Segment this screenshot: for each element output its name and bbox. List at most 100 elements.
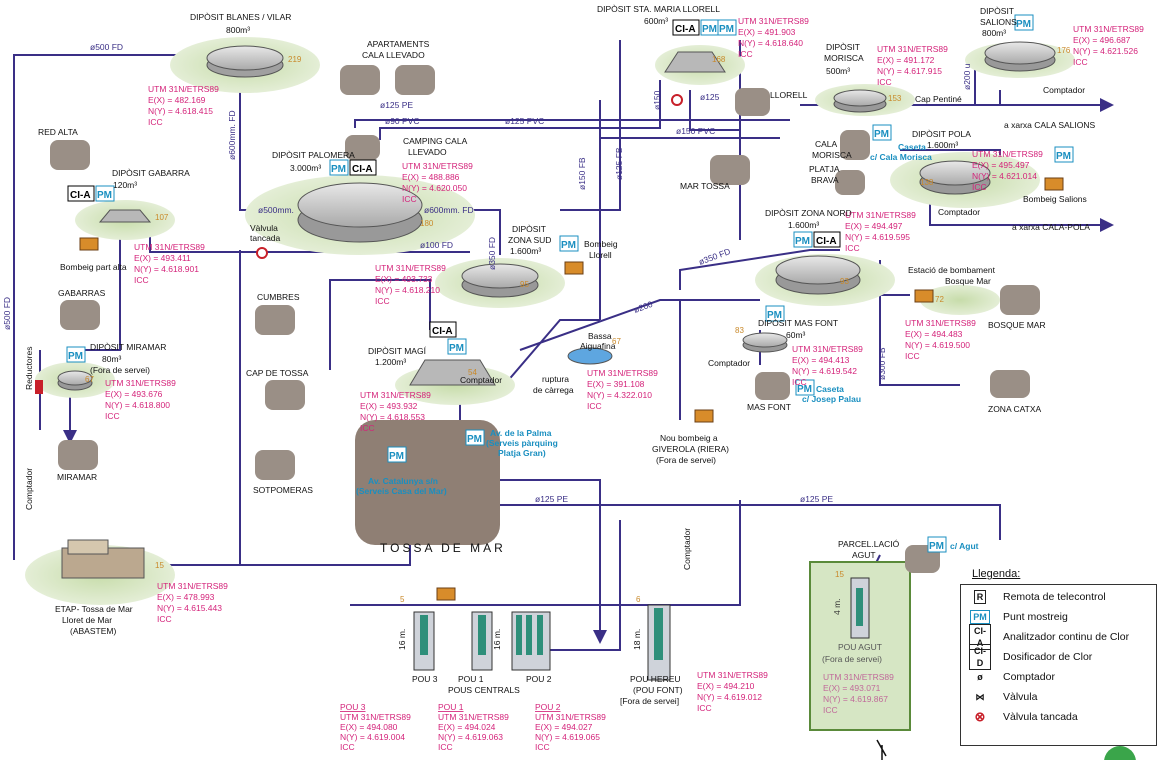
place-martossa: MAR TOSSA: [680, 181, 730, 191]
place-gabarras: GABARRAS: [58, 288, 106, 298]
outlet-pola: a xarxa CALA-POLA: [1012, 222, 1090, 232]
svg-text:PM: PM: [929, 541, 944, 552]
pipe-labels: ø500 FD ø500 FD ø600mm. FD ø500mm. ø600m…: [2, 42, 972, 504]
svg-text:PM: PM: [719, 24, 734, 35]
name-miramar: DIPÒSIT MIRAMAR: [90, 342, 166, 352]
pipe-label: ø90 PVC: [385, 116, 420, 126]
pipe-label: ø600mm. FD: [227, 110, 237, 160]
pm-badge: PM: [95, 185, 115, 202]
svg-text:UTM 31N/ETRS89: UTM 31N/ETRS89: [134, 242, 205, 252]
svg-text:UTM 31N/ETRS89: UTM 31N/ETRS89: [905, 318, 976, 328]
svg-text:E(X) = 391.108: E(X) = 391.108: [587, 379, 645, 389]
svg-text:CI-A: CI-A: [432, 326, 453, 337]
name-palomera: DIPÒSIT PALOMERA: [272, 150, 355, 160]
cap-morisca: 500m³: [826, 66, 850, 76]
cid-icon: CI-D: [969, 644, 991, 670]
name-nord: DIPÒSIT ZONA NORD: [765, 208, 852, 218]
rock-camping: [345, 135, 380, 160]
place-camping: CAMPING CALA: [403, 136, 468, 146]
svg-text:E(X) = 496.687: E(X) = 496.687: [1073, 35, 1131, 45]
valv-tancada-label2: tancada: [250, 233, 281, 243]
svg-text:N(Y) = 4.619.500: N(Y) = 4.619.500: [905, 340, 970, 350]
telecontrol-icon: R: [969, 590, 991, 604]
svg-text:ICC: ICC: [148, 117, 163, 127]
svg-text:UTM 31N/ETRS89: UTM 31N/ETRS89: [1073, 24, 1144, 34]
place-sotpomeras: SOTPOMERAS: [253, 485, 313, 495]
devices: CI-A PM CI-A PM CI-A PM CI-A PM PM PM PM…: [35, 14, 1074, 553]
level-magi: 54: [468, 368, 477, 377]
rock-miramar: [58, 440, 98, 470]
pipe-label: ø200: [632, 299, 654, 315]
svg-text:E(X) = 488.886: E(X) = 488.886: [402, 172, 460, 182]
svg-text:PM: PM: [97, 190, 112, 201]
svg-text:ICC: ICC: [438, 742, 453, 752]
place-catxa: ZONA CATXA: [988, 404, 1042, 414]
svg-text:PM: PM: [389, 451, 404, 462]
place-masfont: MAS FONT: [747, 402, 791, 412]
svg-text:N(Y) = 4.619.004: N(Y) = 4.619.004: [340, 732, 405, 742]
svg-text:UTM 31N/ETRS89: UTM 31N/ETRS89: [438, 712, 509, 722]
level-morisca: 153: [888, 94, 902, 103]
caption-palma3: Platja Gran): [498, 448, 546, 458]
svg-text:N(Y) = 4.617.915: N(Y) = 4.617.915: [877, 66, 942, 76]
place-platjabrava: PLATJA: [809, 164, 840, 174]
svg-text:N(Y) = 4.618.415: N(Y) = 4.618.415: [148, 106, 213, 116]
tank-gabarra: [98, 209, 152, 223]
cap-gabarra: 120m³: [113, 180, 137, 190]
caption-josep: Caseta: [816, 384, 844, 394]
svg-text:UTM 31N/ETRS89: UTM 31N/ETRS89: [360, 390, 431, 400]
svg-text:E(X) = 494.210: E(X) = 494.210: [697, 681, 755, 691]
tank-stamaria: [664, 51, 726, 73]
label-pou2: POU 2: [526, 674, 552, 684]
patch-bosque: [920, 285, 1000, 315]
house-icon: [564, 261, 584, 275]
name-morisca: DIPÒSIT: [826, 42, 860, 52]
outlet-salions: a xarxa CALA SALIONS: [1004, 120, 1096, 130]
bassa-pond: [567, 347, 613, 365]
pipe-label: ø150: [652, 90, 662, 110]
rock-gabarras: [60, 300, 100, 330]
svg-text:ICC: ICC: [905, 351, 920, 361]
tank-blanes: [206, 45, 284, 78]
ruptura-label: ruptura: [542, 374, 569, 384]
house-icon: [914, 289, 934, 303]
house-icon: [694, 409, 714, 423]
level-bosque: 72: [935, 295, 944, 304]
etap-plant: [61, 539, 145, 579]
name-magi: DIPÒSIT MAGÍ: [368, 346, 427, 356]
svg-text:N(Y) = 4.322.010: N(Y) = 4.322.010: [587, 390, 652, 400]
pipe-label: ø500 FD: [90, 42, 123, 52]
legend-label: Dosificador de Clor: [1003, 651, 1093, 663]
svg-text:N(Y) = 4.618.901: N(Y) = 4.618.901: [134, 264, 199, 274]
pm-badge: PM: [765, 305, 785, 322]
svg-text:E(X) = 494.483: E(X) = 494.483: [905, 329, 963, 339]
name-gabarra: DIPÒSIT GABARRA: [112, 168, 190, 178]
rock-sotpomeras: [255, 450, 295, 480]
bosque-name: Estació de bombament: [908, 265, 996, 275]
rock-apartaments: [340, 65, 380, 95]
svg-text:UTM 31N/ETRS89: UTM 31N/ETRS89: [587, 368, 658, 378]
bosque-name2: Bosque Mar: [945, 276, 991, 286]
level-hereu: 6: [636, 595, 641, 604]
pm-badge: PM: [66, 346, 86, 363]
cia-badge: CI-A: [349, 159, 377, 176]
svg-text:ICC: ICC: [105, 411, 120, 421]
pump-nou1: Nou bombeig a: [660, 433, 718, 443]
caption-morisca: Caseta: [898, 142, 926, 152]
pm-badge: PM: [872, 124, 892, 141]
pipe-label: ø125 PE: [380, 100, 413, 110]
pipe-ruptura: [499, 319, 600, 391]
name2-salions: SALIONS: [980, 17, 1017, 27]
pipe-label: ø600mm. FD: [424, 205, 474, 215]
closed-valve-icon: [256, 247, 268, 259]
cap-nord: 1.600m³: [788, 220, 819, 230]
level-bassa: 67: [612, 337, 621, 346]
label-pou1: POU 1: [458, 674, 484, 684]
